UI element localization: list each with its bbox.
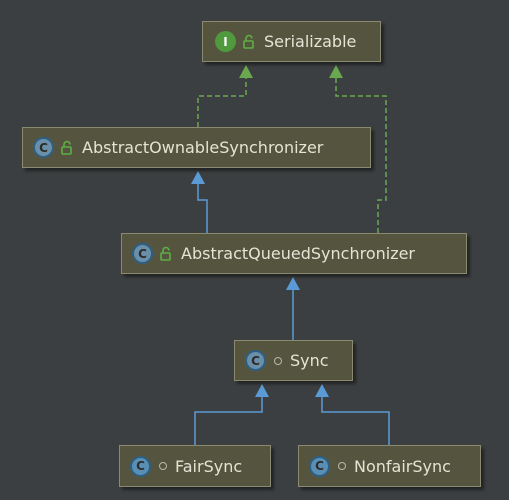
public-lock-icon: [243, 34, 254, 49]
node-sync[interactable]: C Sync: [234, 340, 353, 381]
package-private-icon: [274, 356, 282, 365]
node-fair-sync[interactable]: C FairSync: [119, 445, 271, 487]
node-label: NonfairSync: [354, 456, 451, 476]
edge-aqs-extends-aos: [197, 172, 208, 233]
abstract-static-class-icon: C: [245, 350, 266, 371]
public-lock-icon: [61, 140, 72, 155]
interface-icon: I: [215, 31, 236, 52]
edge-nonfairsync-extends-sync: [321, 385, 390, 445]
arrowhead-implements: [329, 65, 343, 78]
arrowhead-extends: [191, 171, 205, 184]
node-nonfair-sync[interactable]: C NonfairSync: [298, 445, 481, 487]
node-label: AbstractOwnableSynchronizer: [82, 138, 324, 157]
arrowhead-extends: [255, 384, 269, 397]
static-class-icon: C: [130, 455, 151, 477]
package-private-icon: [338, 462, 346, 470]
node-abstract-ownable-synchronizer[interactable]: C AbstractOwnableSynchronizer: [22, 127, 371, 168]
public-lock-icon: [160, 246, 171, 261]
node-serializable[interactable]: I Serializable: [202, 21, 381, 62]
static-class-icon: C: [309, 455, 330, 477]
package-private-icon: [159, 462, 167, 470]
abstract-class-icon: C: [132, 243, 153, 264]
edge-aqs-implements-serializable: [335, 66, 387, 233]
node-label: Serializable: [264, 32, 357, 51]
edge-fairsync-extends-sync: [194, 385, 263, 445]
arrowhead-extends: [315, 384, 329, 397]
node-label: Sync: [290, 351, 329, 370]
node-abstract-queued-synchronizer[interactable]: C AbstractQueuedSynchronizer: [121, 233, 467, 274]
node-label: AbstractQueuedSynchronizer: [181, 244, 416, 263]
arrowhead-implements: [239, 65, 253, 78]
edge-aos-implements-serializable: [197, 66, 247, 127]
arrowhead-extends: [286, 277, 300, 290]
abstract-class-icon: C: [33, 137, 54, 158]
node-label: FairSync: [175, 456, 243, 476]
